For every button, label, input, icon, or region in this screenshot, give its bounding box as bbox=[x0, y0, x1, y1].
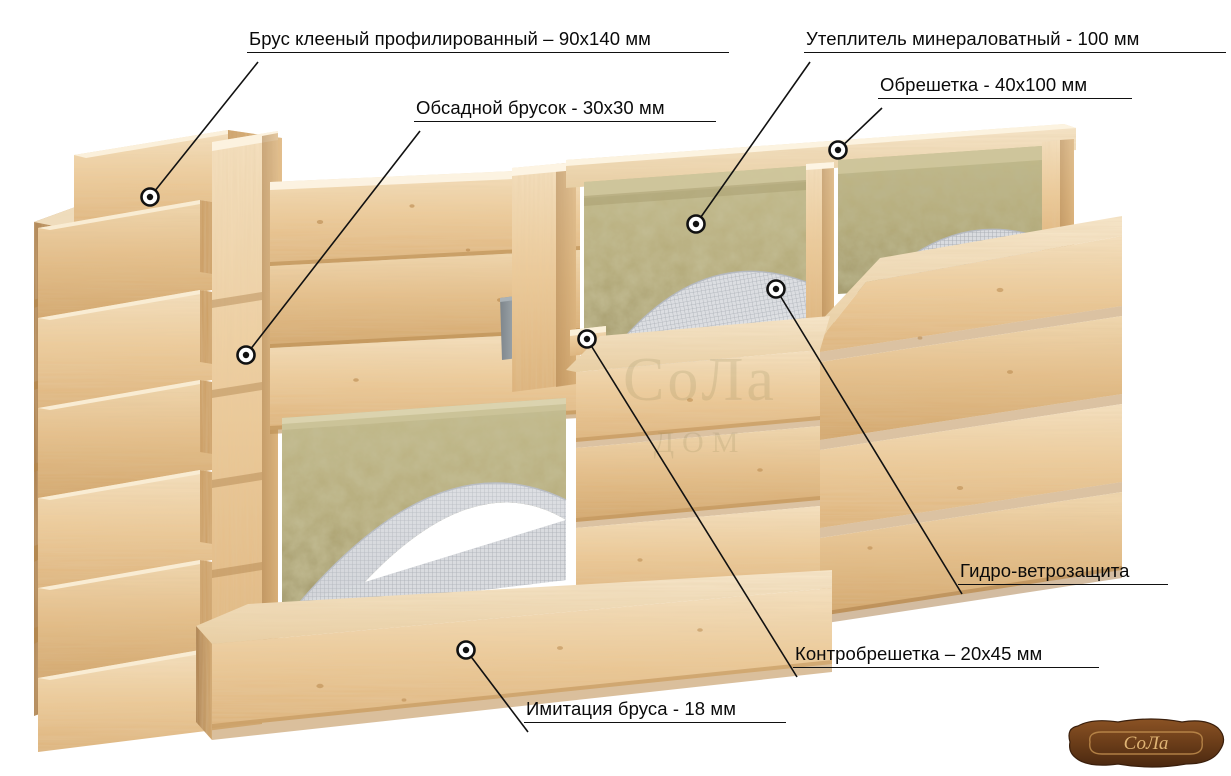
logo-text: СоЛа bbox=[1124, 733, 1169, 754]
siding-board bbox=[576, 426, 820, 522]
top-plate-beam bbox=[566, 124, 1076, 188]
main-wall-plane bbox=[270, 162, 580, 434]
callout-label-glued-laminated-timber: Брус клееный профилированный – 90х140 мм bbox=[247, 28, 729, 54]
wind-barrier-membrane-lower bbox=[299, 482, 567, 612]
vertical-framing-post bbox=[512, 162, 576, 392]
callout-marker-mineral-wool-insulation[interactable] bbox=[686, 214, 706, 234]
leader-line-wind-moisture-barrier bbox=[775, 288, 963, 595]
svg-text:СоЛа: СоЛа bbox=[623, 346, 777, 414]
callout-marker-timber-imitation-siding[interactable] bbox=[456, 640, 476, 660]
carved-wood-plaque-logo: СоЛа bbox=[1068, 718, 1225, 768]
bottom-siding-board bbox=[196, 570, 832, 740]
watermark: СоЛа ДОМ bbox=[623, 346, 777, 459]
leader-line-lathing bbox=[837, 107, 883, 151]
siding-board bbox=[820, 236, 1122, 352]
leader-line-counter-lathing bbox=[586, 338, 798, 678]
callout-marker-lathing[interactable] bbox=[828, 140, 848, 160]
callout-marker-casing-batten[interactable] bbox=[236, 345, 256, 365]
callout-marker-wind-moisture-barrier[interactable] bbox=[766, 279, 786, 299]
mineral-wool-bay-a bbox=[584, 166, 806, 354]
callout-markers bbox=[140, 140, 848, 660]
siding-boards-right bbox=[816, 216, 1122, 624]
callout-leader-lines bbox=[149, 61, 963, 733]
callout-label-wind-moisture-barrier: Гидро-ветрозащита bbox=[958, 560, 1168, 586]
callout-label-lathing: Обрешетка - 40х100 мм bbox=[878, 74, 1132, 100]
siding-board bbox=[820, 492, 1122, 616]
leader-line-casing-batten bbox=[245, 130, 421, 356]
svg-text:ДОМ: ДОМ bbox=[654, 426, 747, 459]
leader-line-timber-imitation-siding bbox=[465, 649, 529, 733]
callout-label-casing-batten: Обсадной брусок - 30х30 мм bbox=[414, 97, 716, 123]
leader-line-mineral-wool-insulation bbox=[695, 61, 811, 225]
callout-marker-counter-lathing[interactable] bbox=[577, 329, 597, 349]
lathing-member-right-edge bbox=[1042, 139, 1074, 252]
siding-board bbox=[820, 404, 1122, 528]
leader-line-glued-laminated-timber bbox=[149, 61, 259, 198]
callout-marker-glued-laminated-timber[interactable] bbox=[140, 187, 160, 207]
callout-label-counter-lathing: Контробрешетка – 20х45 мм bbox=[793, 643, 1099, 669]
callout-label-timber-imitation-siding: Имитация бруса - 18 мм bbox=[524, 698, 786, 724]
lathing-member-a bbox=[806, 162, 834, 334]
callout-label-mineral-wool-insulation: Утеплитель минераловатный - 100 мм bbox=[804, 28, 1226, 54]
siding-board bbox=[820, 316, 1122, 440]
